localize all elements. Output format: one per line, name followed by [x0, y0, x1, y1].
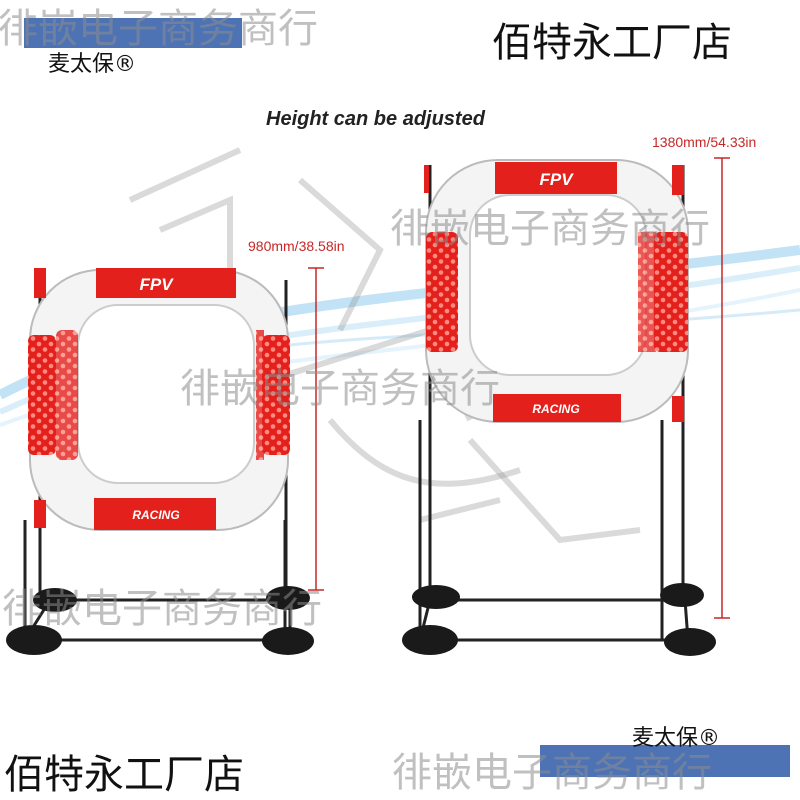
watermark-center: 徘嵌电子商务商行	[180, 366, 500, 412]
shop-name-bottom: 佰特永工厂店	[4, 752, 244, 798]
heading-height-adjustable: Height can be adjusted	[266, 108, 485, 130]
large-dimension-line	[714, 157, 730, 619]
watermark-bottom: 徘嵌电子商务商行	[392, 750, 712, 796]
small-dimension-line	[308, 267, 324, 591]
shop-name-top: 佰特永工厂店	[492, 20, 732, 66]
large-gate-height-label: 1380mm/54.33in	[652, 134, 757, 150]
brand-banner-top	[24, 18, 242, 48]
brand-logo-text-top: 麦太保®	[48, 52, 137, 77]
small-gate-bottom-label: RACING	[132, 508, 179, 522]
small-gate	[6, 268, 314, 655]
brand-banner-bottom	[540, 745, 790, 777]
brand-logo-text-bottom: 麦太保®	[632, 726, 721, 751]
watermark-top: 徘嵌电子商务商行	[0, 6, 318, 52]
small-gate-height-label: 980mm/38.58in	[248, 238, 345, 254]
watermark-right: 徘嵌电子商务商行	[390, 206, 710, 252]
small-gate-top-label: FPV	[139, 275, 174, 294]
large-gate	[402, 159, 716, 656]
large-gate-top-label: FPV	[539, 170, 574, 189]
large-gate-bottom-label: RACING	[532, 402, 579, 416]
watermark-lower: 徘嵌电子商务商行	[2, 586, 322, 632]
